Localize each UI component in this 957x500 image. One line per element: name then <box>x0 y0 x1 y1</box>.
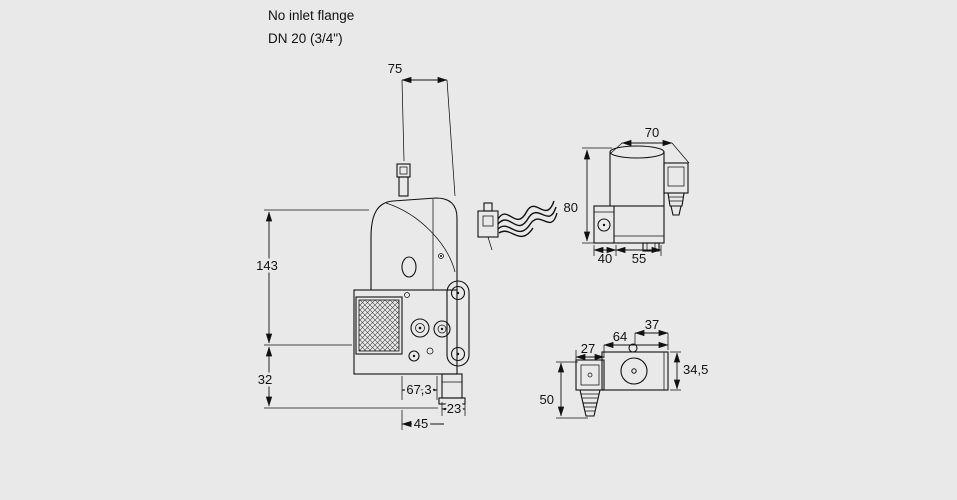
port-circle-left <box>410 318 430 338</box>
front-view-dimensions: 75 143 32 67,3 23 45 <box>254 61 466 434</box>
cable-strand <box>497 206 557 227</box>
bottom-outlet-base <box>438 397 466 405</box>
outlet-flange <box>446 280 470 367</box>
dim-side-left-label: 40 <box>598 251 612 266</box>
dim-front-outlet-label: 23 <box>447 401 461 416</box>
dim-side-right-label: 55 <box>632 251 646 266</box>
dim-top-height-label: 34,5 <box>683 362 708 377</box>
top-view-dimensions: 37 64 27 34,5 50 <box>540 317 708 419</box>
dim-front-base-label: 45 <box>414 416 428 431</box>
dim-top-right-label: 37 <box>645 317 659 332</box>
solenoid-coil-top <box>609 145 665 159</box>
cable-strand <box>497 212 558 233</box>
cable-plug-drawing <box>477 200 558 251</box>
side-port <box>597 218 611 232</box>
dome-ellipse-detail <box>401 256 417 278</box>
strainer-frame <box>355 296 403 355</box>
flange-bolt-hole-top <box>450 285 466 301</box>
side-valve-body <box>593 205 665 244</box>
small-port <box>408 350 420 362</box>
header-note: No inlet flange DN 20 (3/4") <box>268 8 354 46</box>
note-line2: DN 20 (3/4") <box>268 31 343 46</box>
coil-connector <box>663 162 689 194</box>
top-connector-cap <box>396 163 411 178</box>
valve-body <box>353 289 458 375</box>
cable-plug <box>477 210 499 238</box>
bottom-outlet-stub <box>441 373 463 399</box>
dim-top-left-label: 27 <box>581 341 595 356</box>
cable-gland-nut <box>667 192 685 207</box>
front-view-drawing <box>353 163 470 405</box>
dim-side-height-label: 80 <box>564 200 578 215</box>
side-view-dimensions: 70 80 40 55 <box>564 125 690 266</box>
actuator-dome <box>370 197 458 291</box>
dim-front-height-label: 143 <box>256 258 278 273</box>
flange-bolt-hole-bottom <box>450 346 466 362</box>
cable-strand <box>497 200 555 220</box>
side-view-drawing <box>593 145 689 252</box>
strainer-mesh <box>358 299 400 352</box>
note-line1: No inlet flange <box>268 8 354 23</box>
dim-top-middle-label: 64 <box>613 329 627 344</box>
dim-front-lower-label: 32 <box>258 372 272 387</box>
port-circle-right <box>433 320 451 338</box>
dim-front-top-label: 75 <box>388 61 402 76</box>
top-view-port-circle <box>620 357 648 385</box>
dim-front-width-label: 67,3 <box>406 382 431 397</box>
top-view-connector <box>575 359 605 391</box>
valve-stem <box>398 176 409 197</box>
cable-strand <box>498 227 534 237</box>
top-view-gland <box>579 389 601 404</box>
dim-side-width-label: 70 <box>645 125 659 140</box>
dim-top-total-label: 50 <box>540 392 554 407</box>
